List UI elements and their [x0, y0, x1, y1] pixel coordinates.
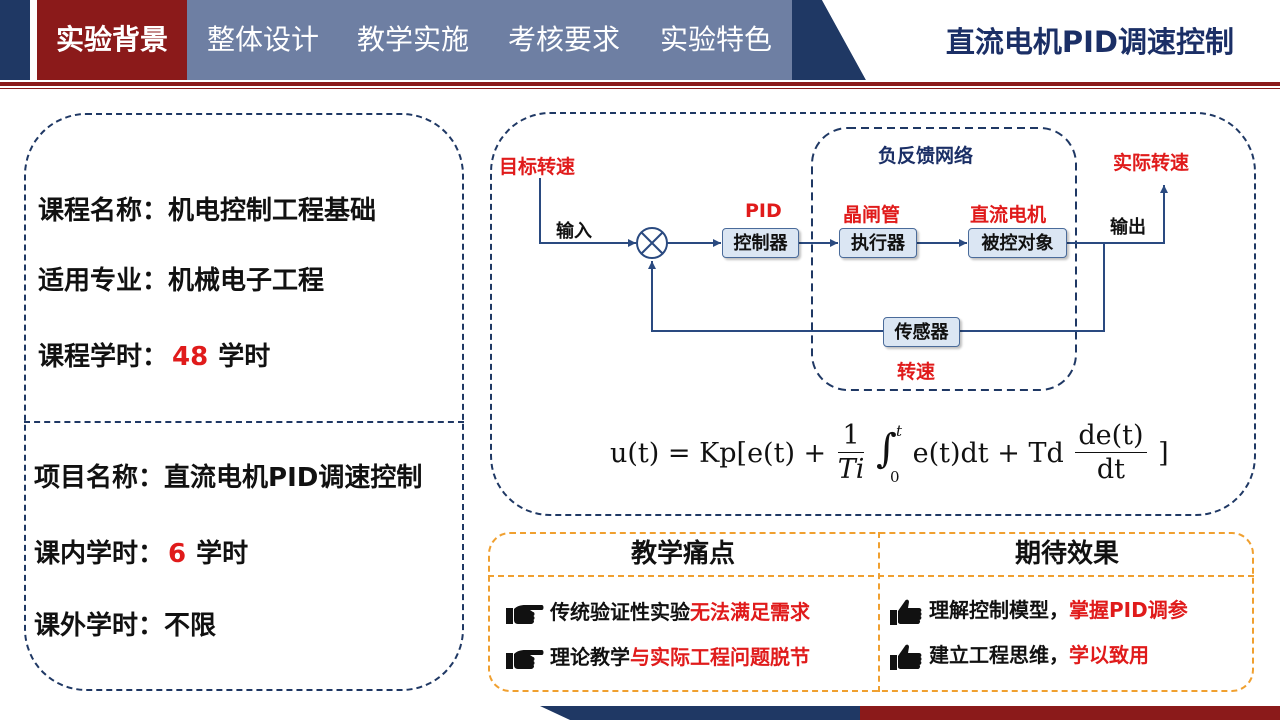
- effect-row-2-highlight: 学以致用: [1069, 643, 1149, 667]
- course-info-divider: [24, 421, 464, 423]
- pointing-hand-icon: [506, 649, 544, 669]
- formula-derivative: de(t) dt: [1075, 420, 1147, 487]
- tab-overall-design[interactable]: 整体设计: [206, 23, 319, 56]
- course-name-value: 机电控制工程基础: [168, 196, 377, 226]
- table-column-divider: [878, 532, 880, 692]
- course-hours-unit: 学时: [218, 342, 271, 372]
- in-class-hours-value: 6: [168, 539, 187, 569]
- project-name-value: 直流电机PID调速控制: [164, 463, 423, 493]
- effect-row-1-highlight: 掌握PID调参: [1069, 598, 1188, 622]
- slide-title: 直流电机PID调速控制: [945, 25, 1234, 59]
- in-class-hours-label: 课内学时：: [34, 539, 165, 569]
- formula-lhs: u(t) = Kp[e(t) +: [610, 438, 827, 469]
- input-line: [539, 178, 636, 247]
- pid-label: PID: [745, 200, 782, 222]
- pain-row-1-highlight: 无法满足需求: [690, 600, 810, 624]
- formula-int-lower: 0: [890, 467, 900, 486]
- formula-frac-den: Ti: [837, 454, 865, 485]
- formula-frac-num: 1: [837, 420, 865, 453]
- actual-speed-label: 实际转速: [1113, 152, 1190, 174]
- input-label: 输入: [556, 221, 592, 242]
- target-speed-label: 目标转速: [499, 156, 576, 178]
- major-value: 机械电子工程: [168, 266, 325, 296]
- pain-row-2-highlight: 与实际工程问题脱节: [630, 645, 810, 669]
- controller-block: 控制器: [722, 228, 799, 258]
- bottom-decor-stripe: [540, 706, 1280, 720]
- feedback-network-box: [811, 127, 1077, 391]
- pain-row-1-text: 传统验证性实验: [550, 600, 690, 624]
- output-label: 输出: [1110, 217, 1146, 238]
- formula-deriv-den: dt: [1096, 454, 1125, 485]
- thumbs-up-icon: [890, 599, 922, 625]
- out-class-hours-value: 不限: [164, 611, 217, 641]
- pain-effect-table: [488, 532, 1254, 692]
- formula-integrand: e(t)dt + Td: [912, 438, 1064, 469]
- pain-row-2: 理论教学与实际工程问题脱节: [504, 641, 810, 671]
- in-class-hours-row: 课内学时：6 学时: [34, 533, 248, 570]
- major-row: 适用专业：机械电子工程: [38, 260, 324, 297]
- expected-effects-header: 期待效果: [1014, 539, 1119, 569]
- project-name-label: 项目名称：: [34, 463, 165, 493]
- dc-motor-label: 直流电机: [970, 204, 1047, 226]
- effect-row-2-text: 建立工程思维，: [929, 643, 1069, 667]
- formula-deriv-num: de(t): [1075, 420, 1147, 453]
- major-label: 适用专业：: [38, 266, 169, 296]
- course-hours-value: 48: [172, 342, 209, 372]
- effect-row-1: 理解控制模型，掌握PID调参: [889, 594, 1188, 626]
- nav-background: [0, 0, 1280, 80]
- table-header-divider: [488, 575, 1254, 577]
- project-name-row: 项目名称：直流电机PID调速控制: [34, 457, 422, 494]
- thumbs-up-icon: [890, 644, 922, 670]
- formula-close: ]: [1158, 438, 1169, 469]
- thyristor-label: 晶闸管: [843, 204, 901, 226]
- tab-assessment-requirements[interactable]: 考核要求: [507, 23, 620, 56]
- title-rule: [0, 82, 1280, 86]
- sensor-block: 传感器: [883, 317, 960, 347]
- tab-experiment-features[interactable]: 实验特色: [659, 23, 772, 56]
- course-hours-label: 课程学时：: [38, 342, 169, 372]
- effect-row-2: 建立工程思维，学以致用: [889, 639, 1149, 671]
- actuator-block: 执行器: [839, 228, 917, 258]
- feedback-network-label: 负反馈网络: [878, 145, 974, 167]
- speed-label: 转速: [897, 361, 936, 383]
- tab-teaching-implementation[interactable]: 教学实施: [356, 23, 469, 56]
- course-name-label: 课程名称：: [38, 196, 169, 226]
- out-class-hours-row: 课外学时：不限: [34, 605, 216, 642]
- summing-junction: [636, 227, 668, 259]
- feedback-line: [648, 243, 1105, 332]
- pointing-hand-icon: [506, 604, 544, 624]
- in-class-hours-unit: 学时: [196, 539, 249, 569]
- plant-block: 被控对象: [968, 228, 1067, 258]
- effect-row-1-text: 理解控制模型，: [929, 598, 1069, 622]
- pain-row-2-text: 理论教学: [550, 645, 630, 669]
- pain-points-header: 教学痛点: [630, 539, 735, 569]
- pain-row-1: 传统验证性实验无法满足需求: [504, 596, 810, 626]
- pid-formula: u(t) = Kp[e(t) + 1 Ti ∫ t 0 e(t)dt + Td …: [610, 420, 1169, 487]
- output-line: [1067, 185, 1168, 244]
- course-info-panel: [24, 113, 464, 691]
- tab-experiment-background[interactable]: 实验背景: [55, 23, 168, 56]
- formula-fraction: 1 Ti: [837, 420, 865, 487]
- control-diagram-panel: [490, 112, 1256, 516]
- formula-int-upper: t: [896, 421, 903, 440]
- title-rule-thin: [0, 88, 1280, 89]
- course-name-row: 课程名称：机电控制工程基础: [38, 190, 376, 227]
- course-hours-row: 课程学时：48 学时: [38, 336, 270, 373]
- out-class-hours-label: 课外学时：: [34, 611, 165, 641]
- formula-integral: ∫ t 0: [876, 421, 903, 486]
